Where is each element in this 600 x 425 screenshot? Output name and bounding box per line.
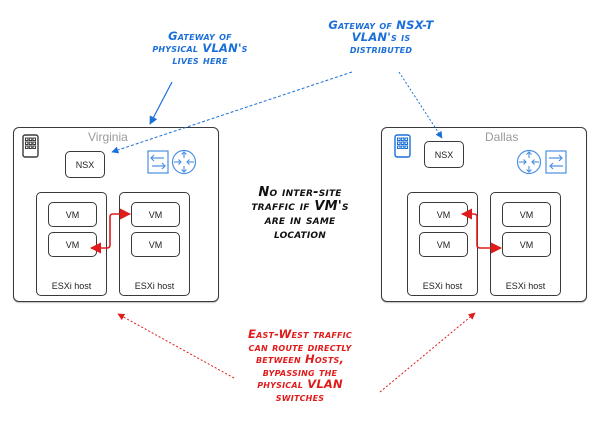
note-no-inter-site: No inter-site traffic if VM's are in sam… <box>238 186 362 242</box>
vm-box: VM <box>131 232 180 257</box>
vm-box: VM <box>419 232 468 257</box>
vm-box: VM <box>48 232 97 257</box>
switch-icon <box>545 150 567 174</box>
vm-box: VM <box>419 202 468 227</box>
note-line: between Hosts, <box>255 352 345 366</box>
note-line: Gateway of <box>168 29 232 43</box>
host-label: ESXi host <box>505 281 546 291</box>
vm-box: VM <box>48 202 97 227</box>
esxi-host: VM VM ESXi host <box>36 192 107 296</box>
vm-box: VM <box>502 202 551 227</box>
building-icon <box>22 134 39 158</box>
host-label: ESXi host <box>422 281 463 291</box>
note-line: distributed <box>349 42 413 56</box>
esxi-host: VM VM ESXi host <box>119 192 190 296</box>
nsx-manager: NSX <box>65 151 105 178</box>
note-line: lives here <box>172 53 228 67</box>
note-line: Gateway of NSX-T <box>328 18 434 32</box>
note-line: can route directly <box>248 339 352 354</box>
switch-icon <box>147 150 169 174</box>
esxi-host: VM VM ESXi host <box>490 192 561 296</box>
site-label: Dallas <box>485 130 519 144</box>
arrow-east-west-left <box>117 313 235 379</box>
arrow-east-west-right <box>379 312 476 393</box>
note-line: are in same <box>264 213 336 228</box>
note-line: physical VLAN <box>257 377 343 391</box>
note-line: East-West traffic <box>248 327 352 341</box>
arrow-physical-gateway <box>149 81 173 125</box>
note-physical-gateway: Gateway of physical VLAN's lives here <box>140 30 260 66</box>
esxi-host: VM VM ESXi host <box>407 192 478 296</box>
router-icon <box>171 149 197 175</box>
building-icon <box>394 134 411 158</box>
note-line: switches <box>275 389 325 404</box>
host-label: ESXi host <box>51 281 92 291</box>
site-virginia: Virginia NSX VM VM ESXi host VM VM ESXi <box>13 127 219 302</box>
note-line: traffic if VM's <box>251 199 349 214</box>
nsx-manager: NSX <box>424 141 464 168</box>
vm-box: VM <box>131 202 180 227</box>
site-label: Virginia <box>88 130 128 144</box>
note-east-west: East-West traffic can route directly bet… <box>225 328 375 403</box>
note-line: location <box>273 227 327 242</box>
note-line: physical VLAN's <box>152 41 248 55</box>
note-line: VLAN's is <box>351 30 411 44</box>
router-icon <box>516 149 542 175</box>
note-line: bypassing the <box>262 364 338 379</box>
host-label: ESXi host <box>134 281 175 291</box>
vm-box: VM <box>502 232 551 257</box>
site-dallas: Dallas NSX VM VM ESXi host VM VM ESXi h <box>381 127 587 302</box>
note-nsx-gateway: Gateway of NSX-T VLAN's is distributed <box>306 19 456 55</box>
note-line: No inter-site <box>258 185 342 200</box>
